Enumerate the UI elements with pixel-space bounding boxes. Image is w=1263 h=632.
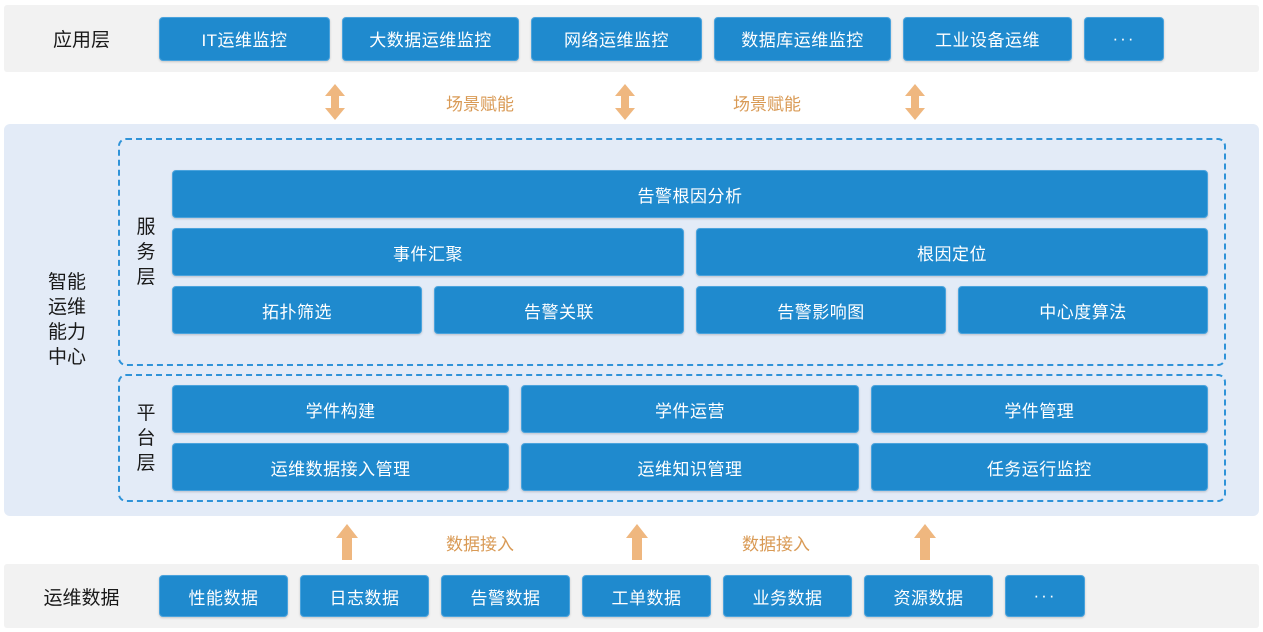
platform-layer-row-1: 学件构建 学件运营 学件管理 bbox=[172, 385, 1208, 433]
data-ingest-label-1: 数据接入 bbox=[446, 535, 514, 554]
service-item-alarm-impact-graph[interactable]: 告警影响图 bbox=[696, 286, 946, 334]
app-item-bigdata-ops[interactable]: 大数据运维监控 bbox=[342, 16, 519, 61]
data-item-ticket[interactable]: 工单数据 bbox=[582, 575, 711, 617]
double-headed-vertical-arrow-icon bbox=[905, 84, 925, 120]
platform-item-learnware-management[interactable]: 学件管理 bbox=[870, 385, 1208, 433]
up-arrow-icon bbox=[914, 524, 936, 560]
service-layer-group: 服 务 层 告警根因分析 事件汇聚 根因定位 拓扑筛选 告警关联 告警影响图 中… bbox=[118, 138, 1226, 366]
application-layer-label: 应用层 bbox=[52, 30, 110, 51]
application-layer-band: 应用层 IT运维监控 大数据运维监控 网络运维监控 数据库运维监控 工业设备运维… bbox=[4, 5, 1259, 72]
up-arrow-icon bbox=[626, 524, 648, 560]
service-layer-label-line-3: 层 bbox=[136, 266, 156, 288]
scene-enablement-connectors: 场景赋能 场景赋能 bbox=[0, 80, 1263, 124]
service-layer-label-line-2: 务 bbox=[136, 241, 156, 263]
service-item-centrality-algorithm[interactable]: 中心度算法 bbox=[958, 286, 1208, 334]
service-layer-label-line-1: 服 bbox=[136, 216, 156, 238]
service-layer-row-1: 告警根因分析 bbox=[172, 170, 1208, 218]
data-item-alarm[interactable]: 告警数据 bbox=[441, 575, 570, 617]
service-item-root-cause-location[interactable]: 根因定位 bbox=[696, 228, 1208, 276]
data-ingest-label-2: 数据接入 bbox=[742, 535, 810, 554]
service-layer-rows: 告警根因分析 事件汇聚 根因定位 拓扑筛选 告警关联 告警影响图 中心度算法 bbox=[172, 170, 1224, 334]
platform-layer-group: 平 台 层 学件构建 学件运营 学件管理 运维数据接入管理 运维知识管理 任务运… bbox=[118, 374, 1226, 502]
service-item-topology-filter[interactable]: 拓扑筛选 bbox=[172, 286, 422, 334]
data-layer-items: 性能数据 日志数据 告警数据 工单数据 业务数据 资源数据 ··· bbox=[159, 575, 1085, 617]
platform-layer-label-line-1: 平 bbox=[136, 402, 156, 424]
app-item-network-ops[interactable]: 网络运维监控 bbox=[531, 16, 702, 61]
service-layer-row-2: 事件汇聚 根因定位 bbox=[172, 228, 1208, 276]
data-ingest-connectors: 数据接入 数据接入 bbox=[0, 520, 1263, 564]
data-item-log[interactable]: 日志数据 bbox=[300, 575, 429, 617]
application-layer-items: IT运维监控 大数据运维监控 网络运维监控 数据库运维监控 工业设备运维 ··· bbox=[159, 16, 1164, 61]
platform-item-ops-knowledge-management[interactable]: 运维知识管理 bbox=[521, 443, 859, 491]
scene-enablement-label-2: 场景赋能 bbox=[733, 95, 801, 114]
data-layer-band: 运维数据 性能数据 日志数据 告警数据 工单数据 业务数据 资源数据 ··· bbox=[4, 564, 1259, 628]
capability-center-label-line-4: 中心 bbox=[47, 347, 86, 368]
capability-center-label-line-3: 能力 bbox=[47, 322, 86, 343]
capability-center-panel: 智能 运维 能力 中心 服 务 层 告警根因分析 事件汇聚 根因定位 拓 bbox=[4, 124, 1259, 516]
platform-layer-row-2: 运维数据接入管理 运维知识管理 任务运行监控 bbox=[172, 443, 1208, 491]
platform-layer-label: 平 台 层 bbox=[120, 401, 172, 476]
data-layer-label: 运维数据 bbox=[43, 587, 120, 609]
capability-center-label-line-2: 运维 bbox=[47, 297, 86, 318]
app-item-more[interactable]: ··· bbox=[1084, 16, 1164, 61]
data-item-resource[interactable]: 资源数据 bbox=[864, 575, 993, 617]
platform-layer-label-line-3: 层 bbox=[136, 452, 156, 474]
capability-center-label-line-1: 智能 bbox=[47, 272, 86, 293]
capability-center-label: 智能 运维 能力 中心 bbox=[20, 124, 114, 516]
app-item-database-ops[interactable]: 数据库运维监控 bbox=[714, 16, 891, 61]
app-item-it-ops[interactable]: IT运维监控 bbox=[159, 16, 330, 61]
double-headed-vertical-arrow-icon bbox=[615, 84, 635, 120]
platform-item-learnware-construction[interactable]: 学件构建 bbox=[172, 385, 510, 433]
scene-enablement-label-1: 场景赋能 bbox=[446, 95, 514, 114]
data-item-more[interactable]: ··· bbox=[1005, 575, 1085, 617]
service-item-alarm-correlation[interactable]: 告警关联 bbox=[434, 286, 684, 334]
data-item-business[interactable]: 业务数据 bbox=[723, 575, 852, 617]
app-item-industrial-ops[interactable]: 工业设备运维 bbox=[903, 16, 1072, 61]
platform-layer-rows: 学件构建 学件运营 学件管理 运维数据接入管理 运维知识管理 任务运行监控 bbox=[172, 385, 1224, 491]
service-layer-label: 服 务 层 bbox=[120, 215, 172, 290]
platform-item-learnware-operation[interactable]: 学件运营 bbox=[521, 385, 859, 433]
data-item-performance[interactable]: 性能数据 bbox=[159, 575, 288, 617]
platform-item-task-run-monitoring[interactable]: 任务运行监控 bbox=[870, 443, 1208, 491]
up-arrow-icon bbox=[336, 524, 358, 560]
service-item-event-aggregation[interactable]: 事件汇聚 bbox=[172, 228, 684, 276]
double-headed-vertical-arrow-icon bbox=[325, 84, 345, 120]
platform-item-ops-data-ingest-management[interactable]: 运维数据接入管理 bbox=[172, 443, 510, 491]
service-item-alarm-root-cause-analysis[interactable]: 告警根因分析 bbox=[172, 170, 1208, 218]
service-layer-row-3: 拓扑筛选 告警关联 告警影响图 中心度算法 bbox=[172, 286, 1208, 334]
platform-layer-label-line-2: 台 bbox=[136, 427, 156, 449]
